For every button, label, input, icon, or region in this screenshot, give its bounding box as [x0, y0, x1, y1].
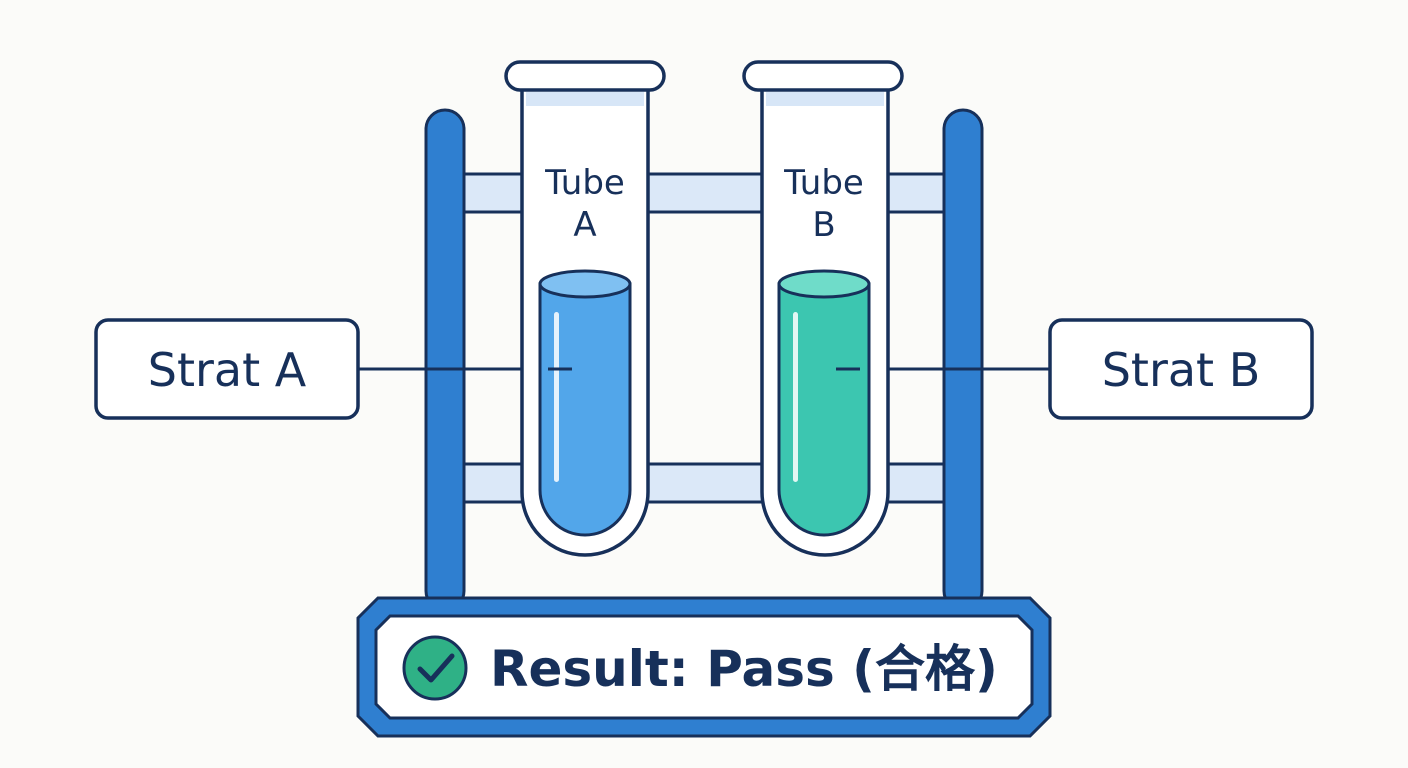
- rack-left-post: [424, 108, 466, 612]
- rack-right-post: [942, 108, 984, 612]
- tube-b-label-line1: Tube: [783, 163, 864, 203]
- check-circle-icon: [402, 635, 468, 701]
- tube-a-liquid: [538, 282, 632, 537]
- tube-a-label-line2: A: [573, 205, 596, 245]
- tube-a-highlight: [554, 312, 559, 482]
- tube-b-rim: [742, 60, 904, 92]
- callout-left-text: Strat A: [148, 343, 307, 397]
- tube-a-rim: [504, 60, 666, 92]
- callout-right: Strat B: [1048, 318, 1314, 420]
- tube-a: Tube A: [504, 60, 666, 557]
- callout-right-box: [1048, 318, 1314, 420]
- result-plaque-inner: [374, 614, 1034, 720]
- tube-b-label-line2: B: [812, 205, 835, 245]
- tube-a-liquid-surface: [538, 269, 632, 299]
- tube-a-label-line1: Tube: [544, 163, 625, 203]
- rack-posts: [424, 108, 984, 612]
- tube-b-liquid-surface: [777, 269, 871, 299]
- result-plaque: Result: Pass (合格): [356, 596, 1052, 738]
- result-text: Result: Pass (合格): [490, 640, 998, 698]
- tube-a-rim-shade: [526, 92, 644, 106]
- callout-left-box: [94, 318, 360, 420]
- tube-b-liquid: [777, 282, 871, 537]
- tube-b-highlight: [793, 312, 798, 482]
- callout-left: Strat A: [94, 318, 360, 420]
- tube-b-rim-shade: [766, 92, 884, 106]
- callout-right-text: Strat B: [1102, 343, 1261, 397]
- tube-b: Tube B: [742, 60, 904, 557]
